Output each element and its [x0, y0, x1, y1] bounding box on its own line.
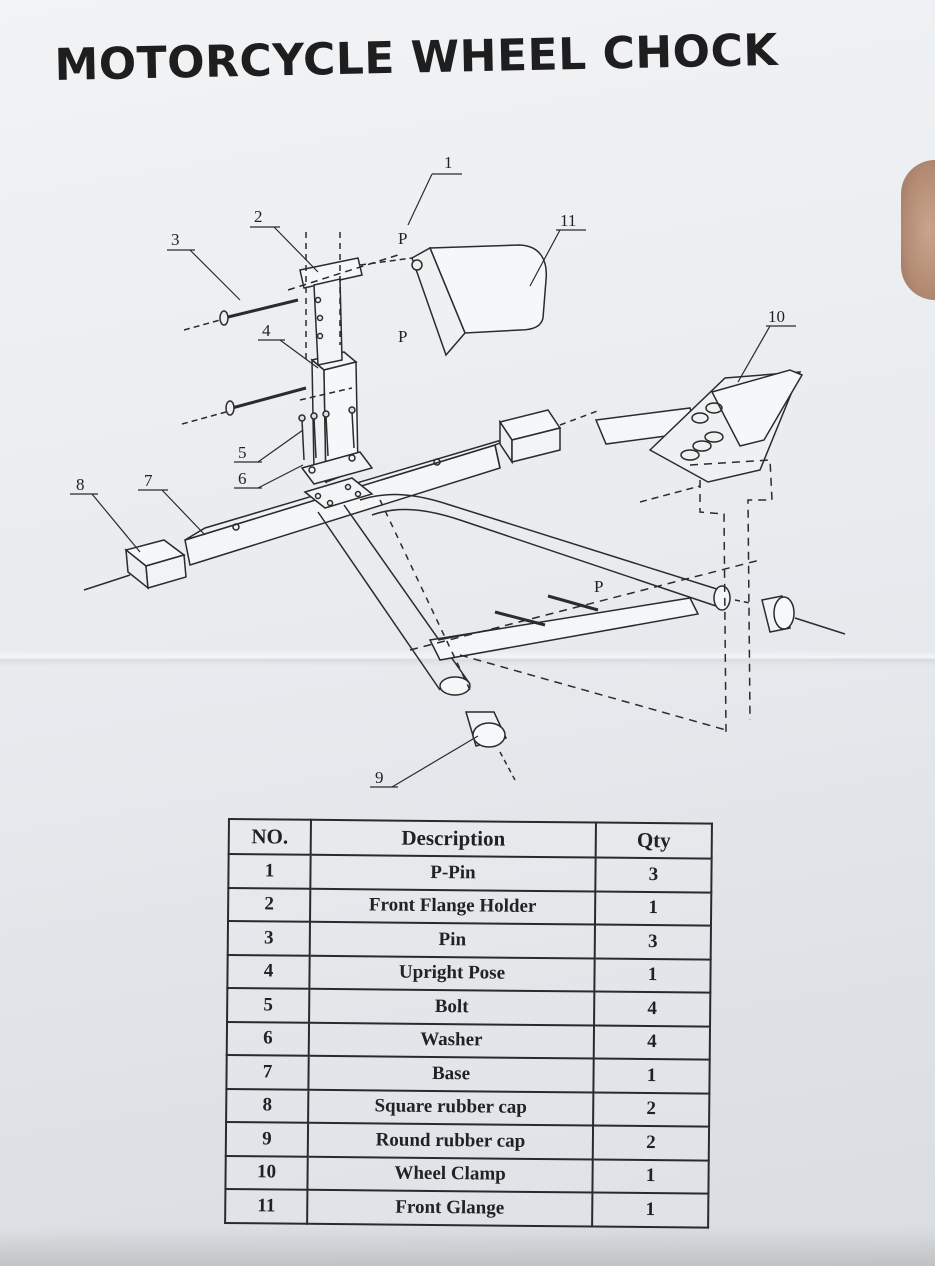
table-header-row: NO. Description Qty: [228, 819, 712, 859]
table-row: 1 P-Pin 3: [228, 854, 712, 893]
row-no: 1: [228, 854, 311, 889]
row-no: 2: [228, 887, 311, 922]
row-no: 9: [225, 1121, 309, 1157]
table-row: 7 Base 1: [226, 1054, 710, 1094]
row-description: Square rubber cap: [308, 1089, 594, 1126]
row-description: Front Flange Holder: [310, 888, 596, 925]
row-description: Washer: [308, 1022, 595, 1059]
callout-3: 3: [171, 230, 180, 249]
row-qty: 2: [593, 1092, 710, 1127]
row-qty: 3: [594, 924, 711, 960]
holding-finger: [901, 160, 935, 300]
row-qty: 1: [594, 958, 711, 993]
row-description: Upright Pose: [309, 955, 595, 992]
row-description: Wheel Clamp: [307, 1156, 593, 1193]
row-qty: 2: [592, 1125, 710, 1161]
front-flange-plate: [359, 244, 548, 357]
callout-11: 11: [560, 211, 576, 230]
right-tube-leg: [359, 493, 751, 611]
callout-7: 7: [144, 471, 153, 490]
bolts: [298, 406, 356, 461]
header-qty: Qty: [595, 822, 712, 859]
flange-holder: [287, 232, 399, 366]
table-row: 4 Upright Pose 1: [227, 954, 711, 993]
row-description: Base: [308, 1055, 594, 1093]
parts-list-table: NO. Description Qty 1 P-Pin 3 2 Front Fl…: [224, 818, 713, 1229]
row-qty: 1: [592, 1192, 709, 1228]
row-description: Front Glange: [307, 1189, 593, 1227]
row-no: 7: [226, 1054, 309, 1090]
row-no: 10: [225, 1155, 308, 1190]
callout-4: 4: [262, 321, 271, 340]
round-cap-right: [761, 595, 846, 635]
table-row: 10 Wheel Clamp 1: [225, 1155, 709, 1194]
row-qty: 1: [592, 1159, 709, 1194]
row-no: 3: [227, 921, 311, 956]
table-row: 9 Round rubber cap 2: [225, 1121, 710, 1161]
p-pin-mark-top: P: [398, 229, 407, 248]
row-qty: 4: [594, 991, 711, 1027]
callout-2: 2: [254, 207, 263, 226]
table-row: 11 Front Glange 1: [225, 1188, 709, 1228]
row-qty: 3: [595, 857, 712, 893]
table-row: 2 Front Flange Holder 1: [228, 887, 712, 926]
row-no: 11: [225, 1188, 308, 1224]
callout-10: 10: [768, 307, 785, 326]
cross-brace: [409, 559, 761, 661]
p-pin-mark-middle: P: [398, 327, 407, 346]
callout-1: 1: [444, 153, 453, 172]
callout-6: 6: [238, 469, 247, 488]
left-tube-leg: [317, 504, 471, 696]
callout-5: 5: [238, 443, 247, 462]
row-no: 8: [226, 1088, 309, 1123]
round-cap-bottom: [464, 711, 516, 781]
callout-leaders: [70, 173, 796, 788]
row-description: Pin: [309, 921, 595, 959]
square-cap-right: [498, 409, 601, 465]
paper-edge-shadow: [0, 1226, 935, 1266]
square-cap-left: [83, 539, 187, 591]
row-qty: 1: [593, 1058, 710, 1094]
exploded-assembly-diagram: 1 2 3 4 5 6 7 8 9 10 11 P P P: [70, 153, 846, 788]
base-plate: [303, 477, 374, 509]
row-no: 6: [226, 1021, 310, 1056]
row-description: Bolt: [309, 988, 595, 1026]
p-pin-mark-brace: P: [594, 577, 603, 596]
row-no: 4: [227, 954, 310, 989]
callout-8: 8: [76, 475, 85, 494]
paper-fold-crease: [0, 650, 935, 666]
wheel-clamp: [594, 369, 804, 733]
header-description: Description: [310, 819, 596, 858]
table-row: 6 Washer 4: [226, 1021, 711, 1060]
row-description: Round rubber cap: [307, 1122, 594, 1160]
callout-numbers: 1 2 3 4 5 6 7 8 9 10 11 P P P: [76, 153, 785, 787]
table-row: 5 Bolt 4: [227, 988, 711, 1027]
header-no: NO.: [228, 819, 311, 855]
callout-9: 9: [375, 768, 384, 787]
pins: [181, 298, 353, 425]
table-row: 8 Square rubber cap 2: [226, 1088, 710, 1127]
row-qty: 4: [593, 1025, 711, 1060]
row-description: P-Pin: [310, 854, 596, 892]
row-qty: 1: [594, 891, 712, 926]
guide-lines: [379, 499, 727, 731]
row-no: 5: [227, 988, 310, 1023]
table-row: 3 Pin 3: [227, 921, 711, 960]
